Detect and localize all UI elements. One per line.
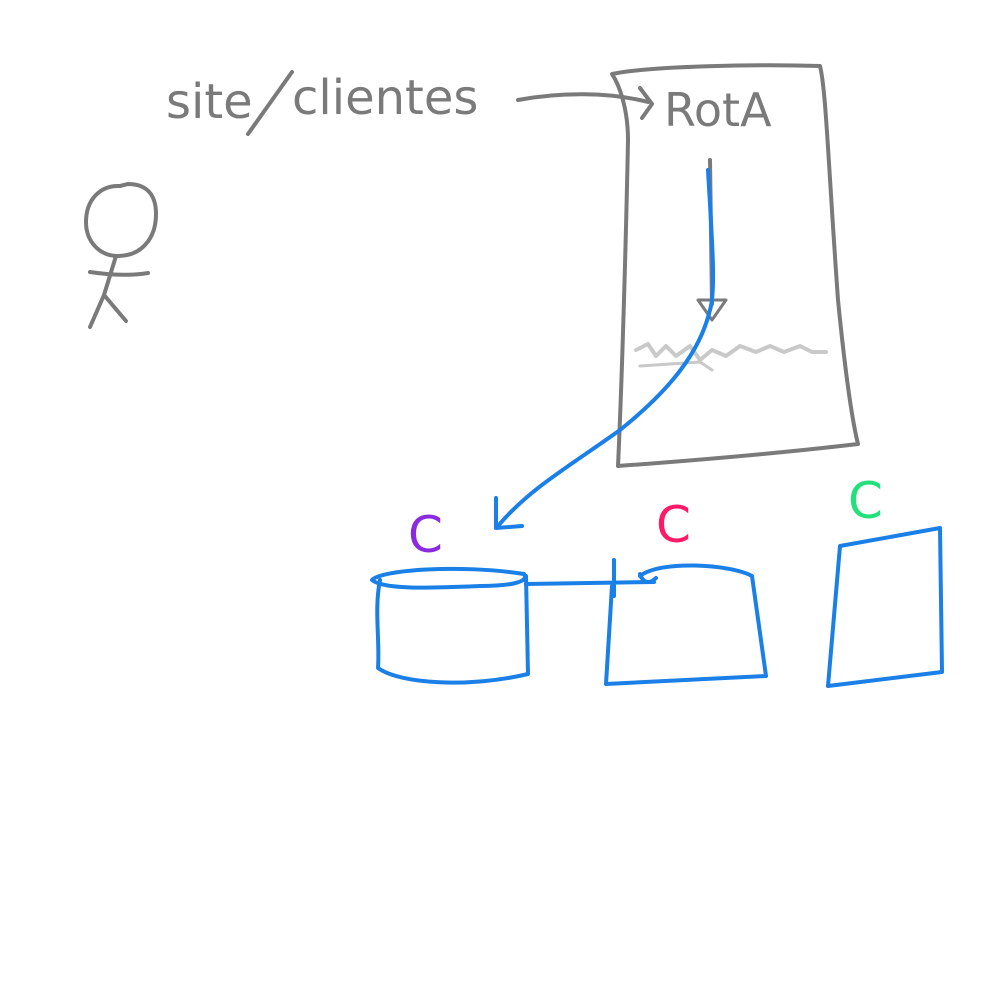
container-box-1 xyxy=(370,566,530,685)
container-box-2 xyxy=(604,563,768,686)
slash-stroke xyxy=(246,70,294,136)
blue-routing-arrow xyxy=(494,168,716,530)
container-letter-1: C xyxy=(408,506,443,564)
stick-figure-icon xyxy=(84,182,158,329)
container-letter-2: C xyxy=(656,496,691,554)
erased-scribble-2 xyxy=(638,360,714,372)
rota-label: RotA xyxy=(664,83,772,137)
container-box-3 xyxy=(826,526,944,688)
site-text: site xyxy=(166,74,253,130)
rota-outline xyxy=(610,63,860,468)
container-letter-3: C xyxy=(848,472,883,530)
clientes-text: clientes xyxy=(292,70,478,126)
container-link xyxy=(524,558,656,598)
site-clientes-label: site clientes xyxy=(166,70,478,136)
erased-scribble xyxy=(634,342,828,362)
arrow-to-rota xyxy=(516,86,654,120)
